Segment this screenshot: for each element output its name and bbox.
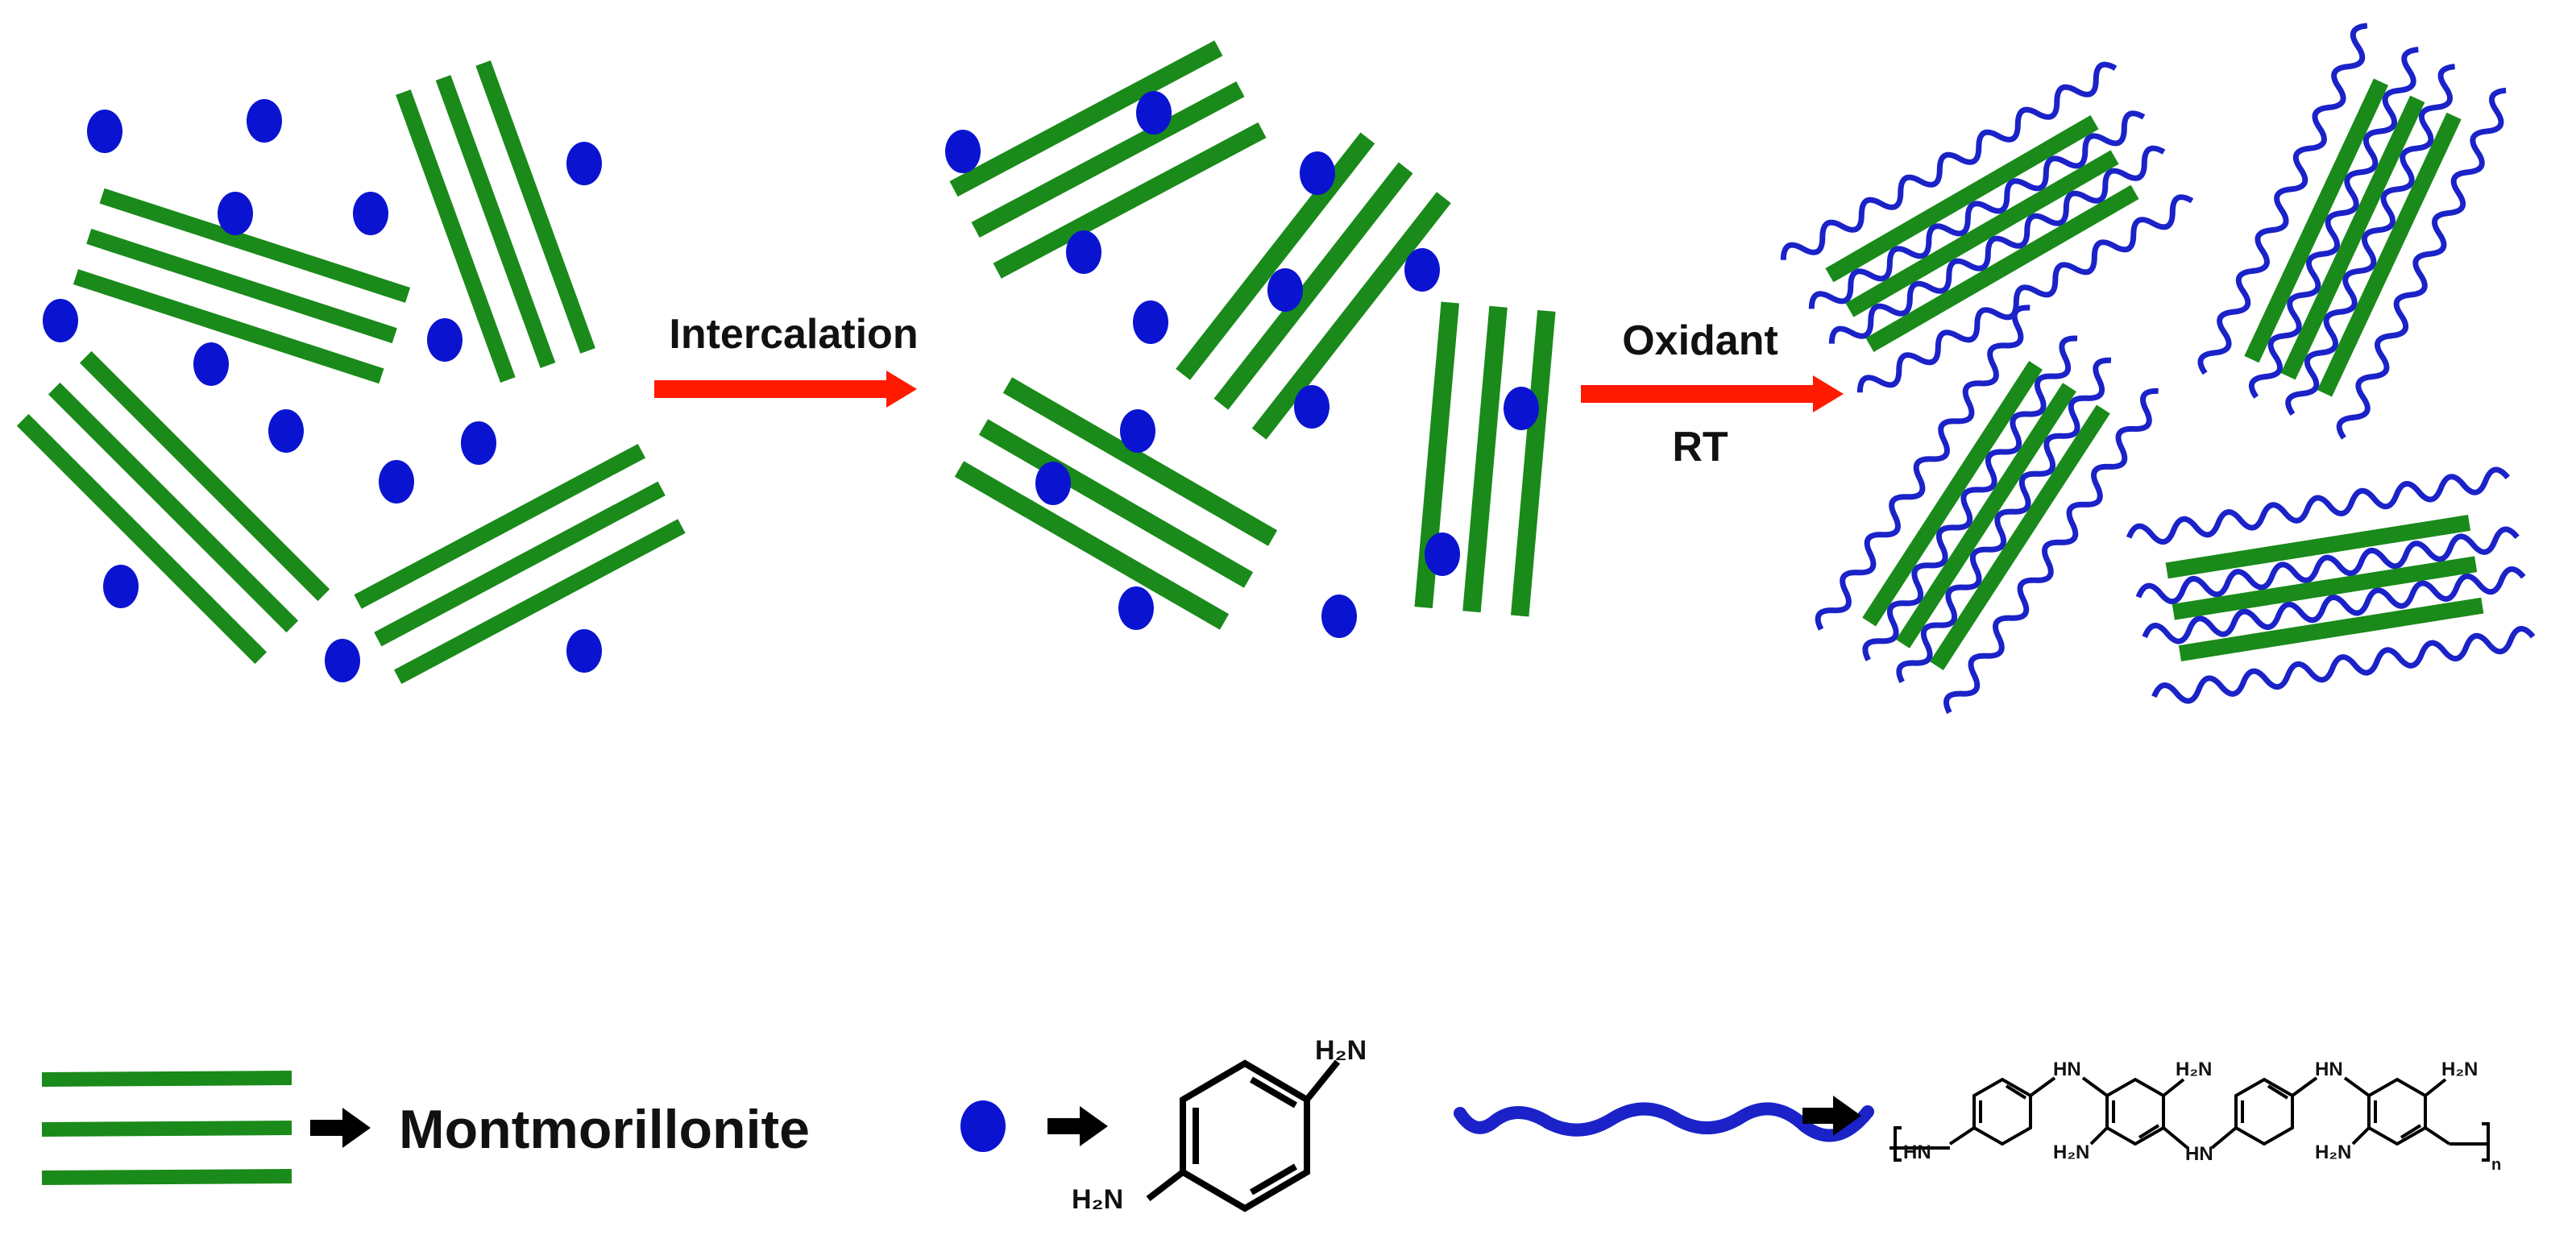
oxidant-label: Oxidant	[1622, 317, 1778, 364]
monomer-dot	[247, 99, 282, 143]
intercalation-label: Intercalation	[669, 311, 918, 358]
polymer-legend-wave	[1454, 1102, 1874, 1142]
monomer-dot	[566, 629, 602, 673]
intercalation-step: Intercalation	[654, 311, 919, 408]
monomer-dot	[103, 565, 139, 608]
clay-stack	[954, 48, 1263, 271]
polymer-structure	[1889, 1076, 2490, 1162]
clay-legend-icon	[41, 1071, 292, 1185]
monomer-dot	[1035, 462, 1071, 505]
panel-intercalated	[945, 48, 1546, 638]
monomer-dot	[1294, 385, 1329, 429]
monomer-dot	[1118, 586, 1154, 630]
black-arrow-icon	[1047, 1106, 1108, 1146]
composite-stack	[1778, 60, 2196, 400]
monomer-dot	[218, 192, 253, 235]
oxidation-step: Oxidant RT	[1581, 317, 1844, 470]
monomer-dot	[1066, 230, 1101, 274]
monomer-dot	[1136, 91, 1172, 135]
phenylenediamine-structure	[1146, 1059, 1341, 1212]
monomer-dot	[1133, 300, 1168, 344]
hn-label: HN	[1903, 1142, 1931, 1163]
monomer-dot	[461, 421, 496, 465]
panel-initial-dispersion	[23, 63, 682, 682]
panel-nanocomposite	[1778, 22, 2534, 718]
monomer-dot	[427, 318, 463, 362]
composite-stack	[1813, 302, 2167, 718]
monomer-dot	[1267, 268, 1303, 312]
monomer-dot	[1300, 151, 1335, 195]
black-arrow-icon	[310, 1108, 371, 1148]
monomer-dot	[945, 130, 981, 173]
black-arrow-icon	[1802, 1096, 1861, 1136]
monomer-dot	[325, 639, 360, 682]
monomer-dot	[353, 192, 388, 235]
amine-bottom-label: H₂N	[1072, 1184, 1123, 1215]
legend: Montmorillonite H₂N H₂N	[41, 1035, 2501, 1215]
monomer-dot	[43, 299, 78, 342]
polymer-chem-labels: HN HN H₂N H₂N HN HN H₂N H₂N n	[1903, 1059, 2501, 1174]
composite-stack	[2196, 22, 2515, 442]
monomer-dot	[1504, 387, 1539, 430]
monomer-dot	[1321, 595, 1357, 638]
rt-label: RT	[1672, 424, 1728, 470]
monomer-dot	[268, 409, 304, 453]
monomer-dot	[379, 460, 414, 503]
monomer-dot	[193, 342, 229, 386]
composite-stack	[2127, 468, 2534, 707]
monomer-dot	[1425, 532, 1460, 576]
monomer-dot	[566, 142, 602, 185]
monomer-dot	[87, 110, 122, 153]
h2n-label: H₂N	[2176, 1059, 2212, 1080]
red-arrow-icon	[1581, 375, 1844, 412]
clay-stack	[959, 385, 1272, 622]
hn-label: HN	[2315, 1059, 2343, 1080]
clay-stack	[23, 357, 324, 658]
n-subscript-label: n	[2491, 1156, 2501, 1174]
monomer-legend-dot	[960, 1100, 1006, 1152]
h2n-label: H₂N	[2441, 1059, 2478, 1080]
amine-top-label: H₂N	[1315, 1035, 1367, 1066]
hn-label: HN	[2185, 1143, 2213, 1165]
h2n-label: H₂N	[2315, 1142, 2351, 1163]
red-arrow-icon	[654, 371, 917, 408]
monomer-dot	[1404, 248, 1440, 292]
monomer-dot	[1120, 409, 1155, 453]
montmorillonite-label: Montmorillonite	[399, 1099, 810, 1160]
h2n-label: H₂N	[2053, 1142, 2089, 1163]
hn-label: HN	[2053, 1059, 2081, 1080]
